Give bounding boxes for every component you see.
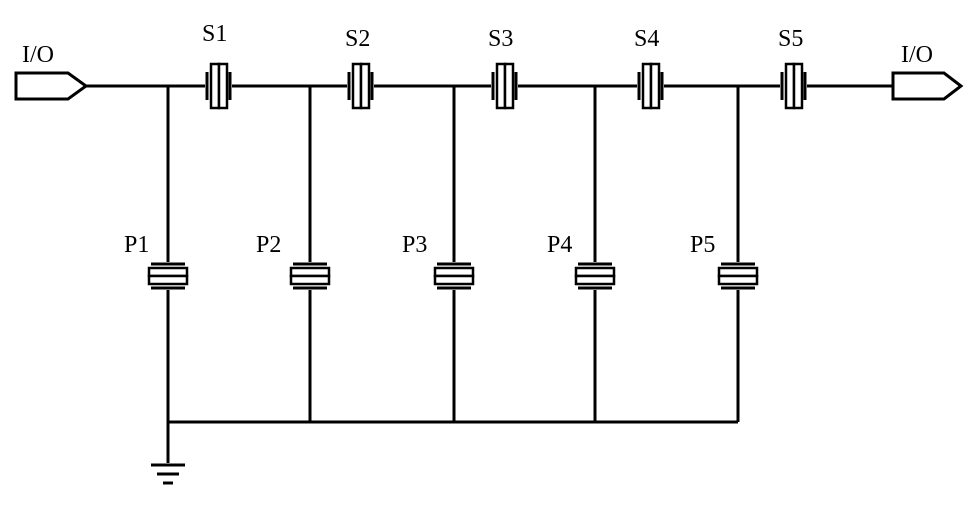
- output-port: I/O: [891, 42, 964, 101]
- ground-icon: [151, 422, 185, 485]
- s5-plate-right: [792, 62, 804, 110]
- series-resonator-s3: S3: [488, 26, 518, 110]
- s3-plate-right: [503, 62, 515, 110]
- series-resonator-s1: S1: [202, 21, 232, 110]
- shunt-resonator-p5: P5: [690, 86, 759, 422]
- s2-label: S2: [345, 26, 370, 52]
- shunt-resonator-p4: P4: [547, 86, 616, 422]
- p4-plate-bottom: [574, 274, 616, 286]
- series-resonator-s2: S2: [345, 26, 374, 110]
- input-port: I/O: [14, 42, 89, 101]
- series-resonator-s4: S4: [634, 26, 664, 110]
- shunt-resonator-p3: P3: [402, 86, 475, 422]
- p5-plate-bottom: [717, 274, 759, 286]
- s2-plate-right: [359, 62, 371, 110]
- s1-plate-right: [217, 62, 229, 110]
- s5-label: S5: [778, 26, 803, 52]
- s3-label: S3: [488, 26, 513, 52]
- p3-plate-bottom: [433, 274, 475, 286]
- input-port-symbol: [14, 71, 89, 101]
- p2-plate-bottom: [289, 274, 331, 286]
- series-resonator-s5: S5: [778, 26, 807, 110]
- output-port-label: I/O: [901, 42, 933, 68]
- p1-plate-bottom: [147, 274, 189, 286]
- p5-label: P5: [690, 232, 715, 258]
- output-port-symbol: [891, 71, 964, 101]
- p2-label: P2: [256, 232, 281, 258]
- p4-label: P4: [547, 232, 572, 258]
- s1-label: S1: [202, 21, 227, 47]
- s4-plate-right: [649, 62, 661, 110]
- s4-label: S4: [634, 26, 659, 52]
- p1-label: P1: [124, 232, 149, 258]
- input-port-label: I/O: [22, 42, 54, 68]
- p3-label: P3: [402, 232, 427, 258]
- shunt-resonator-p1: P1: [124, 86, 189, 422]
- shunt-resonator-p2: P2: [256, 86, 331, 422]
